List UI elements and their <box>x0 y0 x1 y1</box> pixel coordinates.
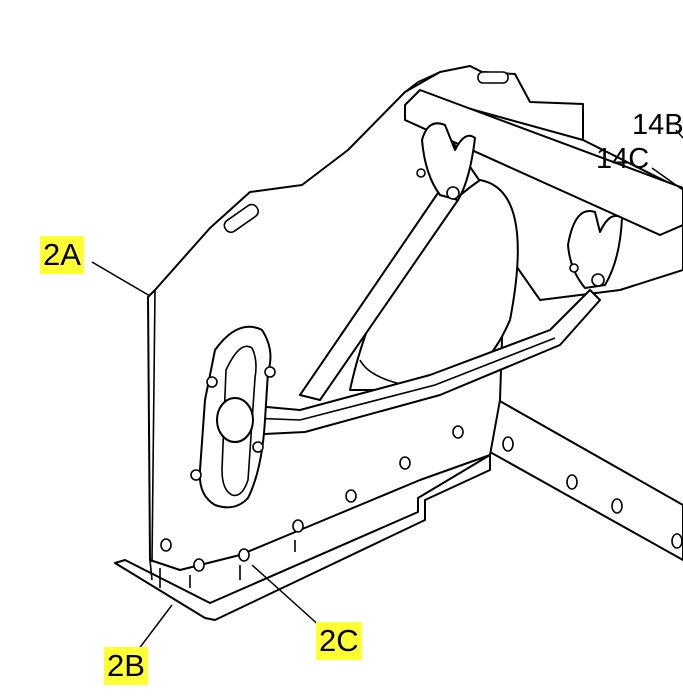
clevis-right <box>567 209 623 289</box>
callout-2A: 2A <box>40 236 84 274</box>
frame-rail <box>487 399 683 561</box>
skid-shoe <box>114 454 491 621</box>
leader-2B <box>137 604 173 651</box>
callout-14C: 14C <box>596 143 650 175</box>
support-struts <box>244 189 601 436</box>
callout-2C: 2C <box>316 622 362 660</box>
leader-2C <box>251 564 323 629</box>
leader-14C <box>651 167 683 191</box>
leader-2A <box>91 261 151 297</box>
leader-14B <box>675 129 683 139</box>
pivot-plate <box>190 325 276 509</box>
callout-2B: 2B <box>104 647 148 685</box>
clevis-left <box>416 122 476 201</box>
callout-14B: 14B <box>632 109 683 141</box>
plate-holes <box>160 425 464 572</box>
leader-lines <box>91 129 683 651</box>
